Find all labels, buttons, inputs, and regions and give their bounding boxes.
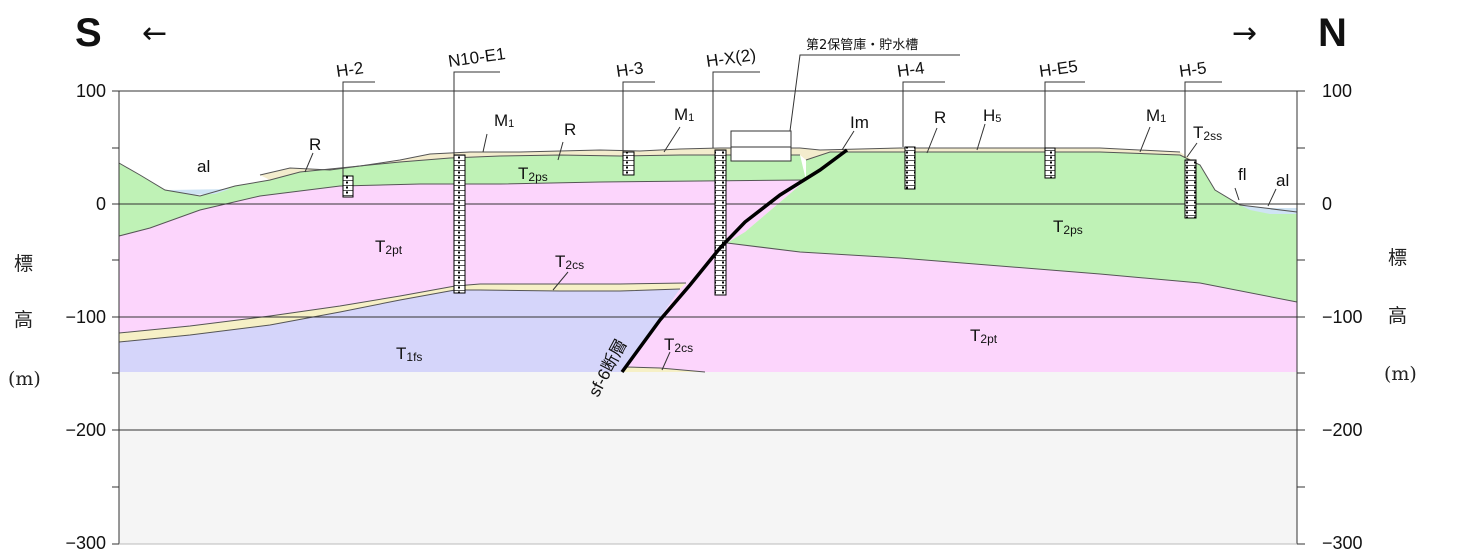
- label-al-left: al: [197, 157, 210, 176]
- left-tick-0: 0: [96, 194, 106, 214]
- label-t2cs-b: T2cs: [664, 335, 693, 355]
- borehole-h3-label: H-3: [615, 58, 645, 81]
- svg-text:(m): (m): [8, 368, 41, 390]
- left-unit-label: 標 高 (m): [8, 253, 41, 390]
- borehole-leaders: [342, 71, 1222, 176]
- borehole-he5-label: H-E5: [1038, 57, 1079, 81]
- axes-frame: [112, 90, 1305, 545]
- label-fl: fl: [1238, 165, 1247, 184]
- label-t2pt-a: T2pt: [375, 237, 403, 257]
- left-tick-100: 100: [76, 81, 106, 101]
- svg-text:(m): (m): [1384, 363, 1417, 385]
- svg-text:標: 標: [14, 253, 33, 275]
- right-tick-0: 0: [1322, 194, 1332, 214]
- structure-storage-box: [730, 130, 792, 162]
- right-tick-m100: −100: [1322, 307, 1363, 327]
- label-al-right: al: [1276, 171, 1289, 190]
- borehole-h5-label: H-5: [1178, 58, 1208, 81]
- label-r3: R: [934, 108, 946, 127]
- structure-leader: [789, 54, 960, 132]
- label-t2cs-a: T2cs: [555, 252, 584, 272]
- label-t2ps-a: T2ps: [518, 164, 548, 184]
- borehole-log-h2: [342, 175, 354, 198]
- label-m1-c: M1: [1146, 106, 1166, 125]
- boundary-lines: [118, 147, 1298, 373]
- borehole-log-h5: [1184, 159, 1197, 219]
- structure-note: 第2保管庫・貯水槽: [806, 38, 918, 53]
- left-axis-labels: 100 0 −100 −200 −300: [65, 81, 106, 550]
- borehole-log-h4: [904, 146, 916, 190]
- svg-text:標: 標: [1388, 247, 1407, 269]
- right-tick-m200: −200: [1322, 420, 1363, 440]
- fault-sf6-line: [620, 148, 849, 374]
- borehole-logs: [342, 146, 1197, 296]
- left-tick-m100: −100: [65, 307, 106, 327]
- borehole-h2-label: H-2: [335, 58, 365, 81]
- label-t1fs: T1fs: [396, 344, 422, 364]
- right-tick-100: 100: [1322, 81, 1352, 101]
- direction-north: N: [1318, 11, 1347, 55]
- label-leaders: [304, 123, 1277, 371]
- svg-text:高: 高: [1388, 305, 1407, 327]
- borehole-log-he5: [1044, 147, 1056, 179]
- label-m1-a: M1: [494, 111, 514, 130]
- borehole-h4-label: H-4: [896, 58, 926, 81]
- svg-text:高: 高: [14, 309, 33, 331]
- right-axis-labels: 100 0 −100 −200 −300: [1322, 81, 1363, 550]
- right-tick-m300: −300: [1322, 533, 1363, 550]
- label-t2ss: T2ss: [1193, 123, 1222, 143]
- label-m1-b: M1: [674, 105, 694, 124]
- arrow-right-icon: →: [1232, 16, 1257, 51]
- layer-t1fs: [119, 289, 680, 372]
- layer-t2ps-right: [727, 152, 1297, 302]
- label-r1: R: [309, 135, 321, 154]
- borehole-log-hx2: [714, 149, 727, 296]
- borehole-log-n10e1: [453, 154, 466, 294]
- borehole-n10e1-label: N10-E1: [447, 44, 507, 71]
- borehole-hx2-label: H-X(2): [705, 45, 757, 71]
- layer-t2pt-right: [622, 243, 1297, 372]
- label-im: Im: [850, 113, 869, 132]
- arrow-left-icon: ←: [142, 16, 167, 51]
- label-t2pt-b: T2pt: [970, 326, 998, 346]
- label-r2: R: [564, 120, 576, 139]
- unsurveyed-zone: [119, 372, 1297, 544]
- borehole-log-h3: [622, 151, 635, 176]
- layer-t2cs-lens: [622, 367, 705, 372]
- left-tick-m300: −300: [65, 533, 106, 550]
- right-unit-label: 標 高 (m): [1384, 247, 1417, 385]
- left-tick-m200: −200: [65, 420, 106, 440]
- direction-south: S: [75, 11, 102, 55]
- label-h5: H5: [983, 106, 1001, 125]
- label-t2ps-b: T2ps: [1053, 217, 1083, 237]
